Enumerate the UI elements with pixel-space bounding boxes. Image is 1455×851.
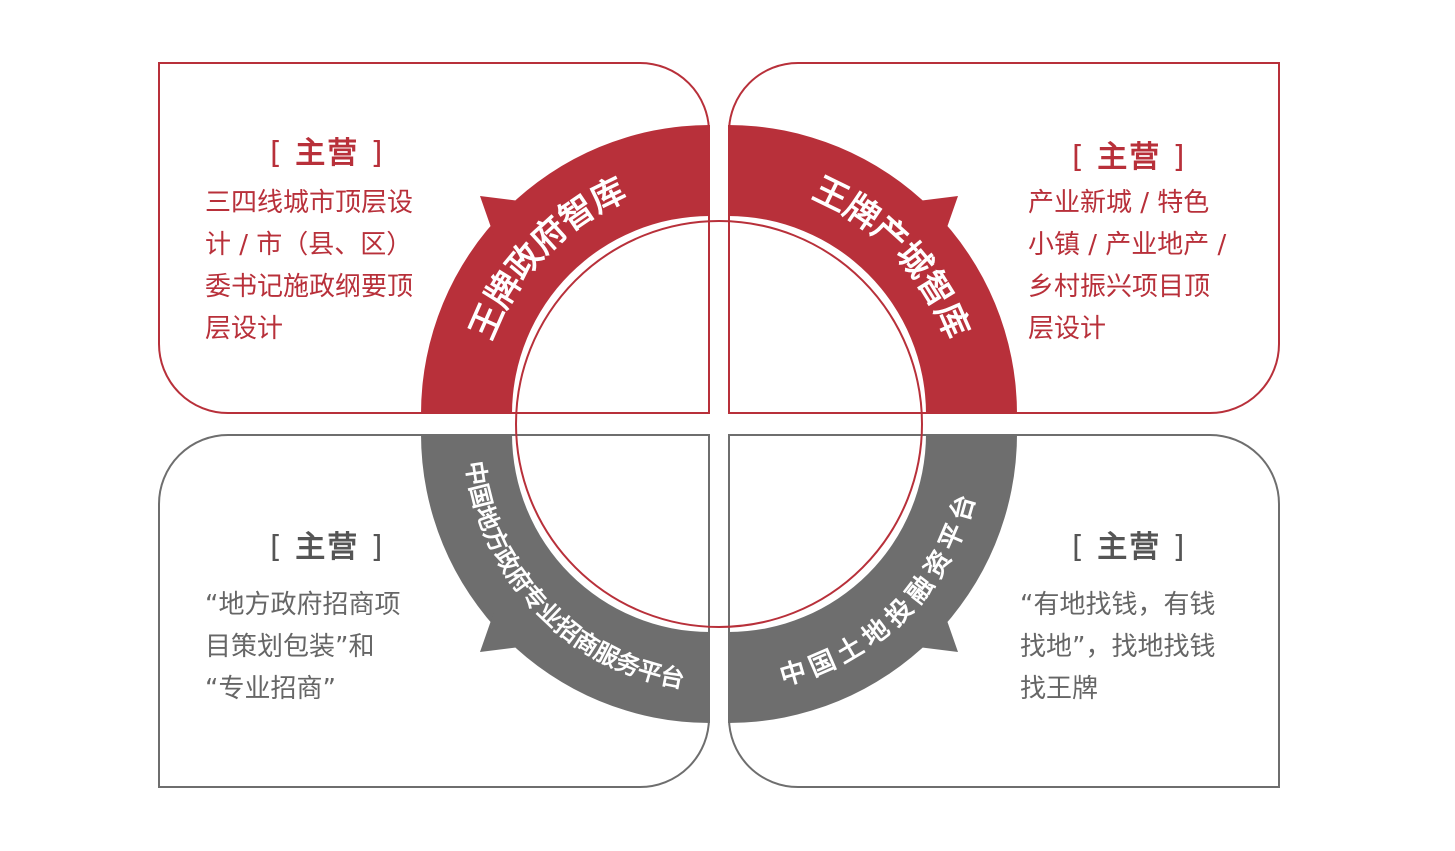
arrow-top-right: [910, 196, 958, 236]
text-bottom-right: “有地找钱，有钱 找地”，找地找钱 找王牌: [1020, 590, 1216, 704]
ring-segment-top-left: [421, 125, 710, 414]
arrow-bottom-left: [480, 612, 528, 652]
heading-bottom-right: [ 主营 ]: [1072, 530, 1187, 565]
heading-top-left: [ 主营 ]: [270, 136, 385, 171]
text-bottom-left: “地方政府招商项 目策划包装”和 “专业招商”: [205, 590, 401, 704]
heading-bottom-left: [ 主营 ]: [270, 530, 385, 565]
text-top-left: 三四线城市顶层设 计 / 市（县、区） 委书记施政纲要顶 层设计: [205, 188, 414, 344]
arrow-bottom-right: [910, 612, 958, 652]
heading-top-right: [ 主营 ]: [1072, 140, 1187, 175]
ring-segment-bottom-right: [728, 434, 1017, 723]
ring-segment-top-right: [728, 125, 1017, 414]
text-top-right: 产业新城 / 特色 小镇 / 产业地产 / 乡村振兴项目顶 层设计: [1028, 188, 1227, 344]
ring-segment-bottom-left: [421, 434, 710, 723]
inner-circle: [515, 220, 923, 628]
arrow-top-left: [480, 196, 528, 236]
